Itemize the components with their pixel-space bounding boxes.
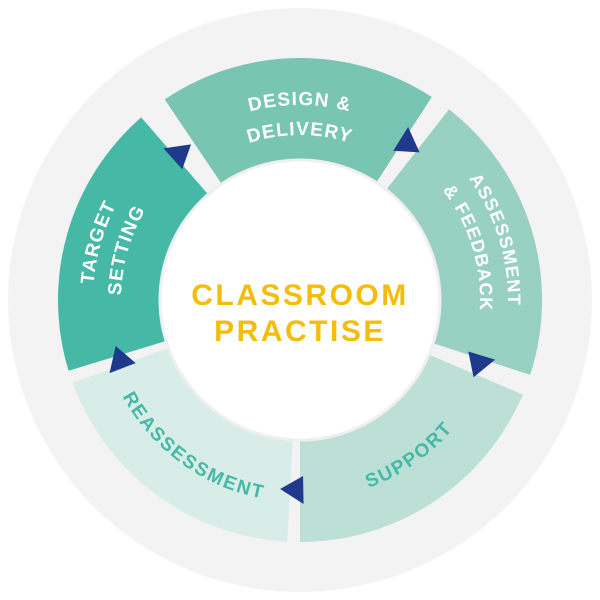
cycle-arrow-icon: [163, 144, 192, 170]
cycle-arrow-icon: [109, 345, 136, 374]
cycle-arrow-icon: [280, 475, 304, 504]
center-title-line2: PRACTISE: [214, 315, 386, 348]
center-title-line1: CLASSROOM: [191, 279, 409, 312]
segment-support: [300, 348, 523, 542]
cycle-arrow-icon: [468, 351, 496, 378]
segment-design-delivery: [164, 58, 432, 197]
segment-reassessment: [72, 342, 294, 542]
segment-target-setting: [58, 117, 219, 371]
center-circle: [158, 158, 442, 442]
segment-assessment-feedback: [377, 109, 543, 375]
cycle-arrow-icon: [393, 126, 420, 153]
